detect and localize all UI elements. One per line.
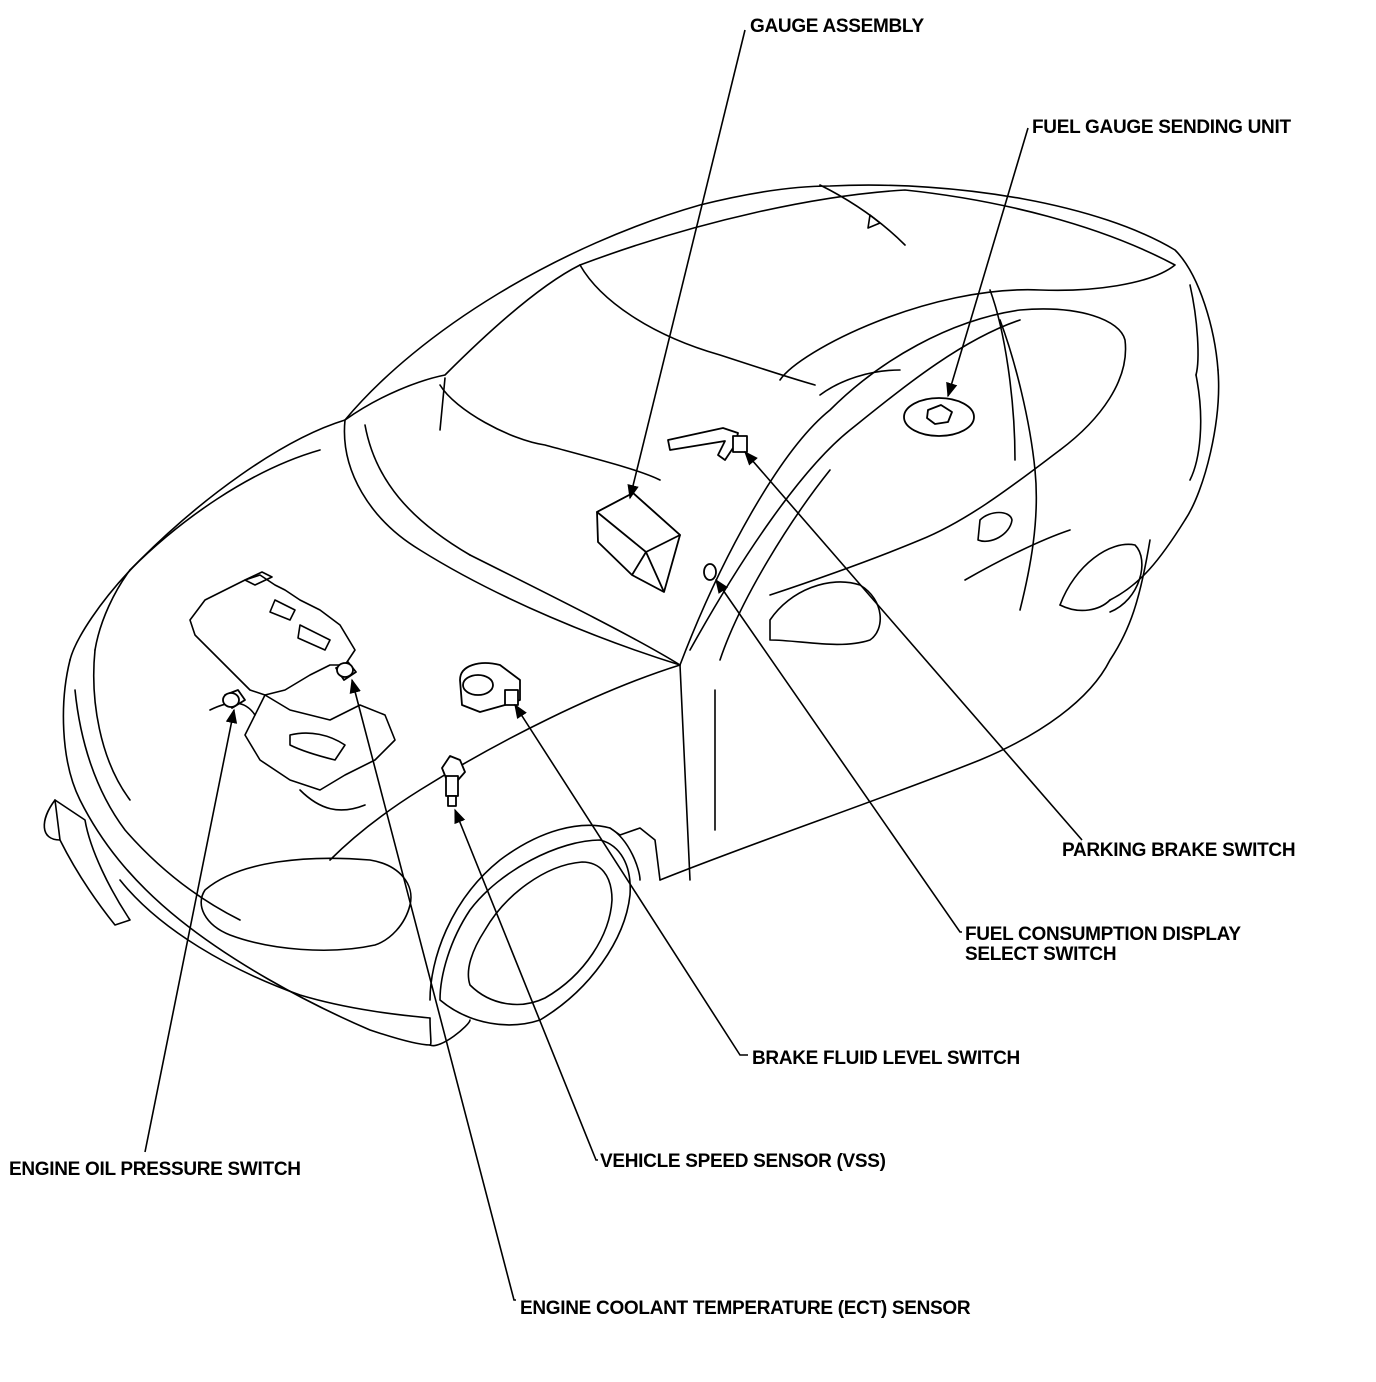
- leader-fuel-consumption-display-select-switch: [715, 578, 962, 933]
- label-vehicle-speed-sensor: VEHICLE SPEED SENSOR (VSS): [600, 1151, 886, 1172]
- leader-engine-oil-pressure-switch: [144, 708, 238, 1153]
- leader-gauge-assembly: [627, 29, 746, 500]
- engine-block: [189, 571, 396, 811]
- label-ect-sensor: ENGINE COOLANT TEMPERATURE (ECT) SENSOR: [520, 1298, 971, 1319]
- label-parking-brake-switch: PARKING BRAKE SWITCH: [1062, 840, 1296, 861]
- label-gauge-assembly: GAUGE ASSEMBLY: [750, 16, 924, 37]
- car-body-outline: [43, 184, 1220, 1047]
- leader-brake-fluid-level-switch: [514, 703, 748, 1056]
- label-brake-fluid-level-switch: BRAKE FLUID LEVEL SWITCH: [752, 1048, 1020, 1069]
- engine-oil-pressure-switch-icon: [222, 689, 246, 709]
- fuel-gauge-sending-unit-icon: [903, 397, 975, 437]
- label-fuel-consumption-display-line2: SELECT SWITCH: [965, 944, 1117, 965]
- vehicle-speed-sensor-icon: [441, 755, 466, 807]
- ect-sensor-icon: [335, 661, 357, 681]
- leader-parking-brake-switch: [744, 450, 1083, 841]
- label-engine-oil-pressure-switch: ENGINE OIL PRESSURE SWITCH: [9, 1159, 301, 1180]
- leader-fuel-gauge-sending-unit: [946, 127, 1029, 398]
- brake-fluid-level-switch-icon: [459, 662, 521, 713]
- parking-brake-switch-icon: [667, 427, 748, 461]
- gauge-assembly-icon: [596, 492, 681, 593]
- leader-vehicle-speed-sensor: [454, 808, 598, 1161]
- fuel-consumption-display-select-switch-icon: [703, 563, 717, 581]
- label-fuel-gauge-sending-unit: FUEL GAUGE SENDING UNIT: [1032, 117, 1291, 138]
- leader-ect-sensor: [349, 678, 516, 1301]
- label-fuel-consumption-display-line1: FUEL CONSUMPTION DISPLAY: [965, 924, 1241, 945]
- leader-lines: [144, 29, 1083, 1301]
